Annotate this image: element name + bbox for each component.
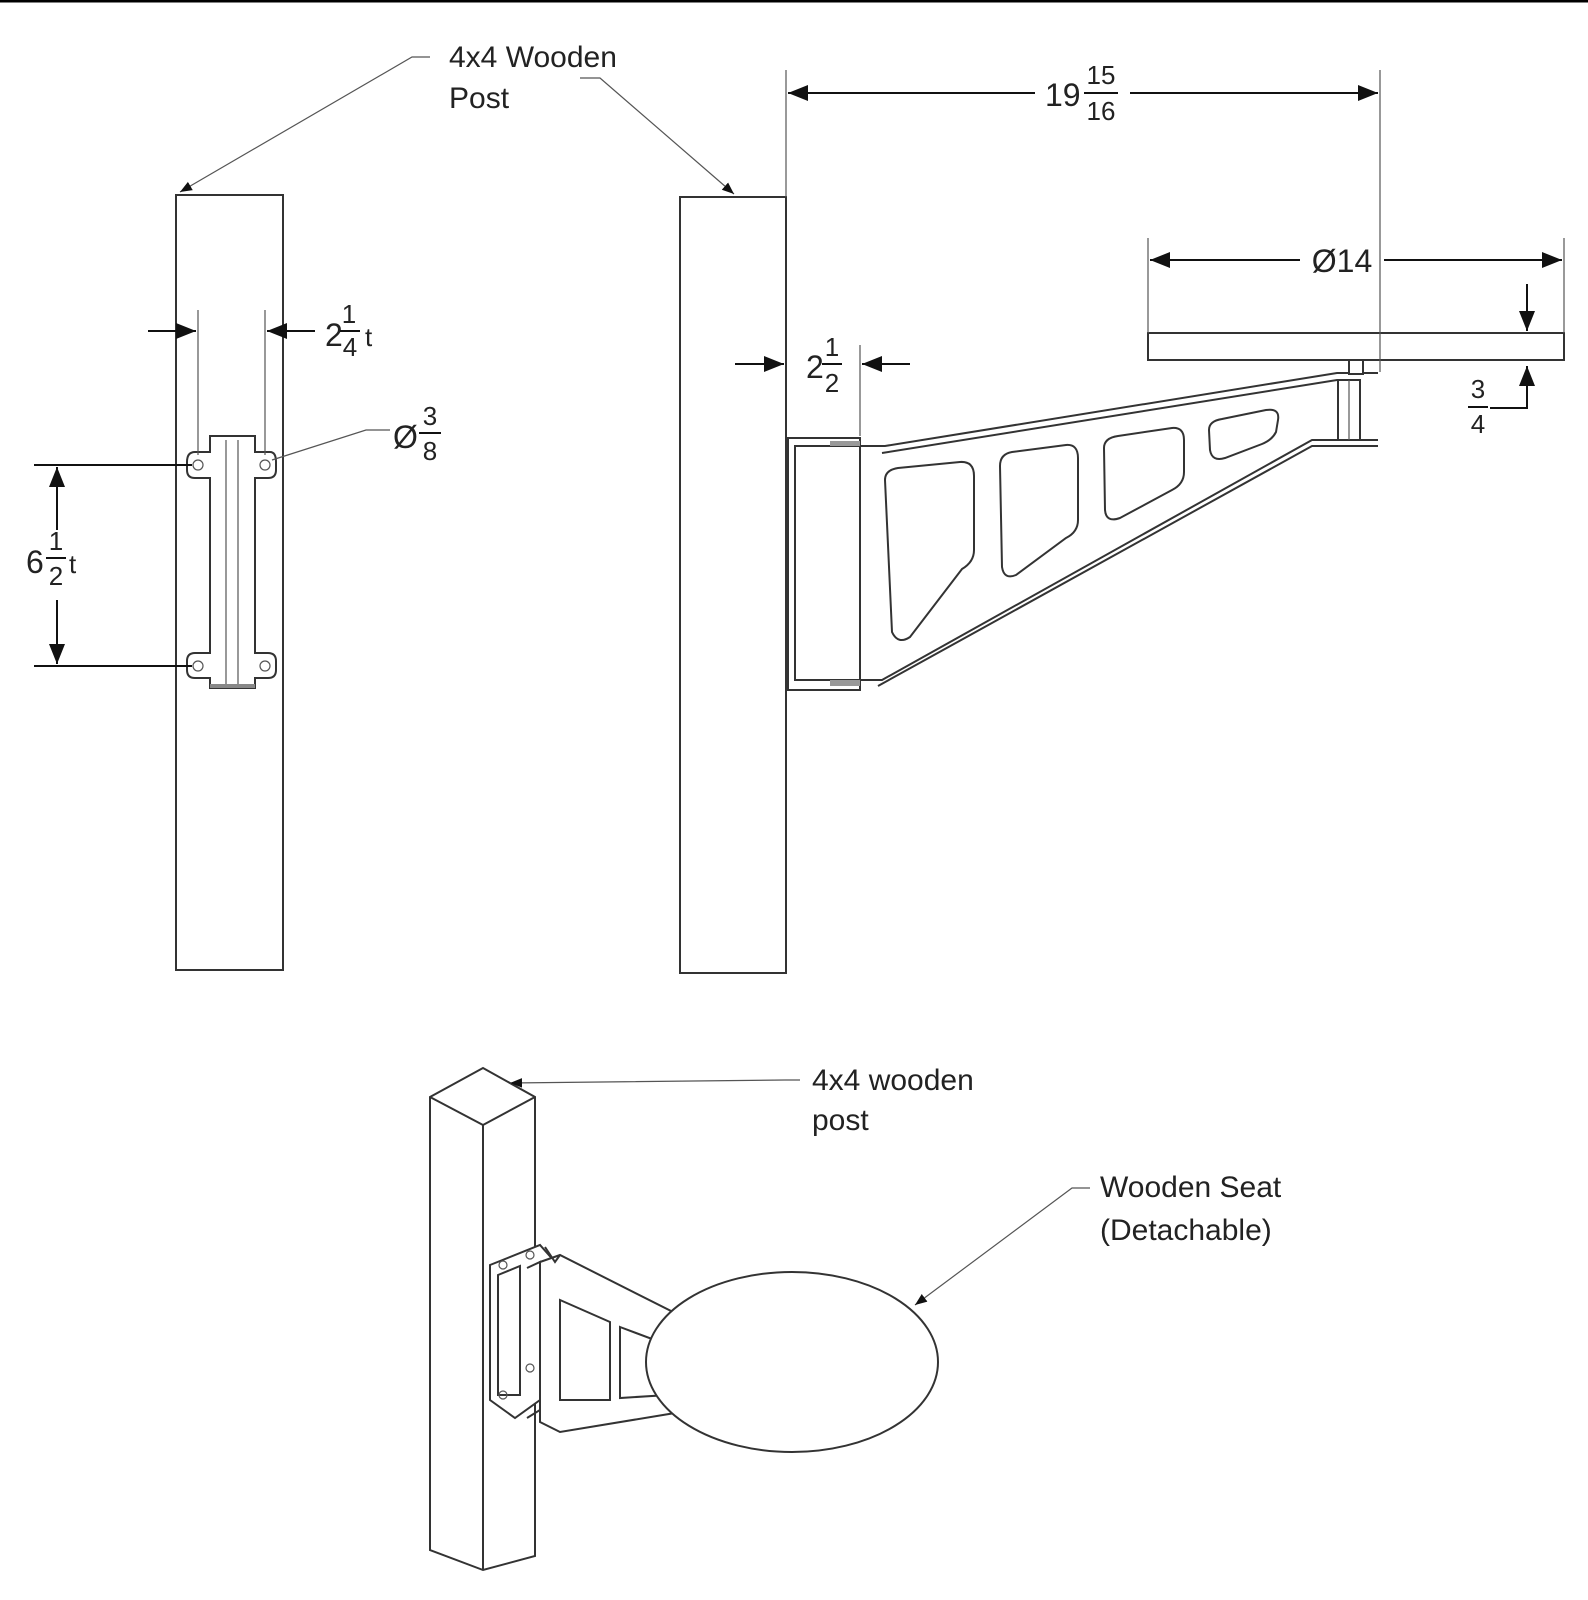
label-post-front: 4x4 Wooden Post [179,41,735,195]
label-post-iso-line2: post [812,1104,869,1137]
bolt-hole [192,660,204,672]
dim-plate-width-whole: 2 [325,317,343,353]
dim-arm-length-whole: 19 [1045,77,1081,113]
front-view: 2 1 4 t Ø 3 8 6 1 2 t [26,194,441,971]
dim-bolt-hole-den: 8 [423,436,437,466]
bolt-hole [192,459,204,471]
dim-plate-width-suffix: t [365,322,373,352]
dim-seat-diameter-text: Ø14 [1312,243,1372,279]
dim-bolt-hole-prefix: Ø [393,419,418,455]
dim-seat-thickness: 3 4 [1468,284,1535,439]
support-arm [860,359,1378,687]
dim-arm-length: 19 15 16 [785,60,1381,372]
side-mount-channel [787,437,861,691]
arm-cutout [1207,408,1280,460]
side-view: 19 15 16 Ø14 3 4 2 1 [679,60,1565,974]
dim-bracket-depth-whole: 2 [806,349,824,385]
label-post-iso: 4x4 wooden post [509,1064,974,1137]
dim-bracket-depth-num: 1 [825,332,839,362]
iso-seat [645,1271,939,1453]
dim-bolt-spacing-suffix: t [69,549,77,579]
dim-arm-length-den: 16 [1087,96,1116,126]
iso-post [429,1066,536,1572]
label-post-iso-line1: 4x4 wooden [812,1064,974,1097]
iso-bracket [489,1243,676,1434]
front-post [175,194,284,971]
label-seat-iso-line1: Wooden Seat [1100,1171,1282,1204]
dim-bolt-spacing: 6 1 2 t [26,464,192,667]
label-post-front-line1: 4x4 Wooden [449,41,617,74]
dim-plate-width-den: 4 [343,332,357,362]
arm-cutout [1102,426,1185,521]
dim-plate-width-num: 1 [342,299,356,329]
label-seat-iso-line2: (Detachable) [1100,1214,1272,1247]
dim-seat-thickness-den: 4 [1471,409,1485,439]
bolt-hole [259,459,271,471]
dim-seat-diameter: Ø14 [1147,238,1565,333]
seat-plate [1147,332,1565,361]
dim-plate-width: 2 1 4 t [148,299,373,455]
bolt-hole [259,660,271,672]
dim-bolt-hole-num: 3 [423,401,437,431]
iso-view: 4x4 wooden post Wooden Seat (Detachable) [429,1064,1282,1572]
label-post-front-line2: Post [449,82,510,115]
dim-seat-thickness-num: 3 [1471,374,1485,404]
dim-bracket-depth-den: 2 [825,368,839,398]
dim-bolt-spacing-num: 1 [49,526,63,556]
front-mount-plate [186,435,277,689]
dim-bolt-spacing-whole: 6 [26,544,44,580]
dim-arm-length-num: 15 [1087,60,1116,90]
dim-bolt-spacing-den: 2 [49,561,63,591]
label-seat-iso: Wooden Seat (Detachable) [914,1171,1282,1306]
dim-bracket-depth: 2 1 2 [735,332,910,436]
side-post [679,196,787,974]
dim-bolt-hole: Ø 3 8 [271,401,441,466]
arm-cutout [998,443,1079,578]
arm-cutout [883,460,975,642]
